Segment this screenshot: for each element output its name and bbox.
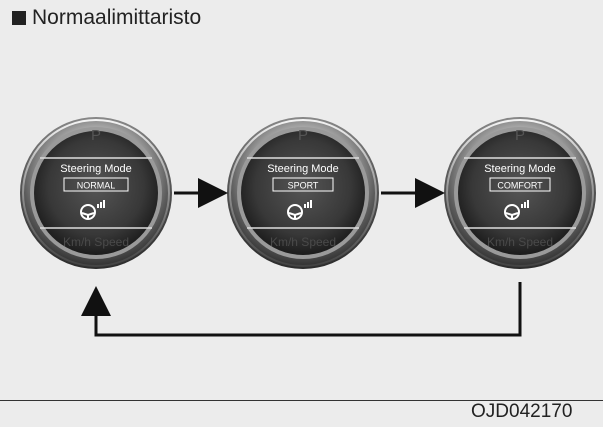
gauge-mode-label: NORMAL	[77, 181, 116, 191]
section-heading: Normaalimittaristo	[12, 6, 201, 30]
gauge-ghost-text: Km/h Speed	[487, 235, 553, 249]
gauge-normal: P Steering Mode NORMAL Km/h Speed	[20, 117, 172, 269]
steering-wheel-icon	[504, 200, 529, 220]
gauge-title: Steering Mode	[60, 163, 132, 175]
gauge-comfort: P Steering Mode COMFORT Km/h Speed	[444, 117, 596, 269]
gauge-sport: P Steering Mode SPORT Km/h Speed	[227, 117, 379, 269]
bullet-square-icon	[12, 11, 26, 25]
gauge-title: Steering Mode	[484, 163, 556, 175]
steering-wheel-icon	[287, 200, 312, 220]
gauge-ghost-text: Km/h Speed	[270, 235, 336, 249]
footer-divider	[0, 400, 603, 401]
gauge-ghost-text: Km/h Speed	[63, 235, 129, 249]
gauge-mode-label: COMFORT	[497, 181, 543, 191]
figure-id: OJD042170	[471, 401, 573, 422]
gauge-indicator: P	[91, 127, 101, 144]
gauge-indicator: P	[298, 127, 308, 144]
return-arrow-icon	[81, 282, 522, 337]
gauge-mode-label: SPORT	[288, 181, 319, 191]
gauge-indicator: P	[515, 127, 525, 144]
steering-wheel-icon	[80, 200, 105, 220]
gauge-title: Steering Mode	[267, 163, 339, 175]
heading-text: Normaalimittaristo	[32, 6, 202, 29]
